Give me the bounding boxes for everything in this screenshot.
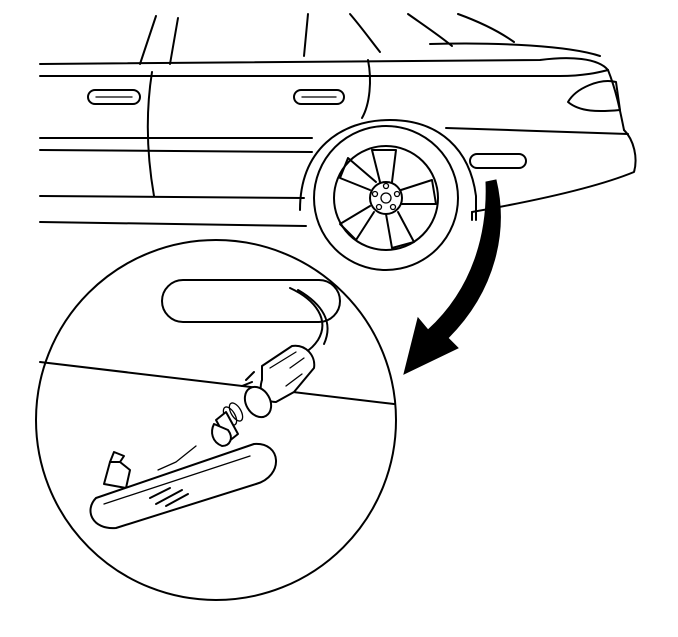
lamp-mounting-tab (103, 461, 131, 489)
rear-door-rear-edge (361, 59, 371, 119)
side-marker-lamp-on-vehicle (469, 153, 527, 169)
rear-quarter-panel (607, 69, 625, 131)
rim-outer (333, 145, 439, 251)
rear-wheel (299, 119, 477, 271)
taillamp (567, 80, 621, 112)
detail-magnifier (35, 239, 397, 601)
car-body (39, 13, 637, 227)
rear-glass-edge (457, 13, 515, 43)
c-pillar-rear (407, 13, 453, 47)
wiring-harness-inner (297, 289, 329, 345)
lamp-lens (89, 442, 277, 530)
bulb-socket (241, 344, 316, 419)
detail-body-line (39, 361, 395, 405)
rear-fender-top (445, 127, 629, 135)
bulb (211, 411, 239, 447)
upper-body-line (39, 69, 609, 77)
tire-outer (313, 125, 459, 271)
lower-body-line (39, 149, 313, 153)
c-pillar-front (349, 13, 381, 53)
socket-seal (228, 402, 244, 422)
front-door-rear-edge (146, 71, 155, 197)
center-cap (380, 192, 392, 204)
rocker-top (39, 195, 305, 199)
hub (369, 181, 403, 215)
rear-door-handle (293, 89, 345, 105)
front-door-window-pillar (139, 15, 157, 65)
lamp-opening (161, 279, 341, 323)
trunk-lid-edge (429, 42, 601, 57)
b-pillar-rear (303, 13, 309, 57)
belt-line (39, 57, 609, 71)
wheel-arch (299, 119, 477, 221)
rear-bumper (471, 129, 637, 213)
front-door-handle (87, 89, 141, 105)
callout-arrow (403, 179, 501, 375)
wheel-spokes (339, 149, 437, 249)
side-marker-lamp-assembly (89, 442, 277, 530)
b-pillar-front (169, 17, 179, 65)
rocker-bottom (39, 221, 307, 227)
